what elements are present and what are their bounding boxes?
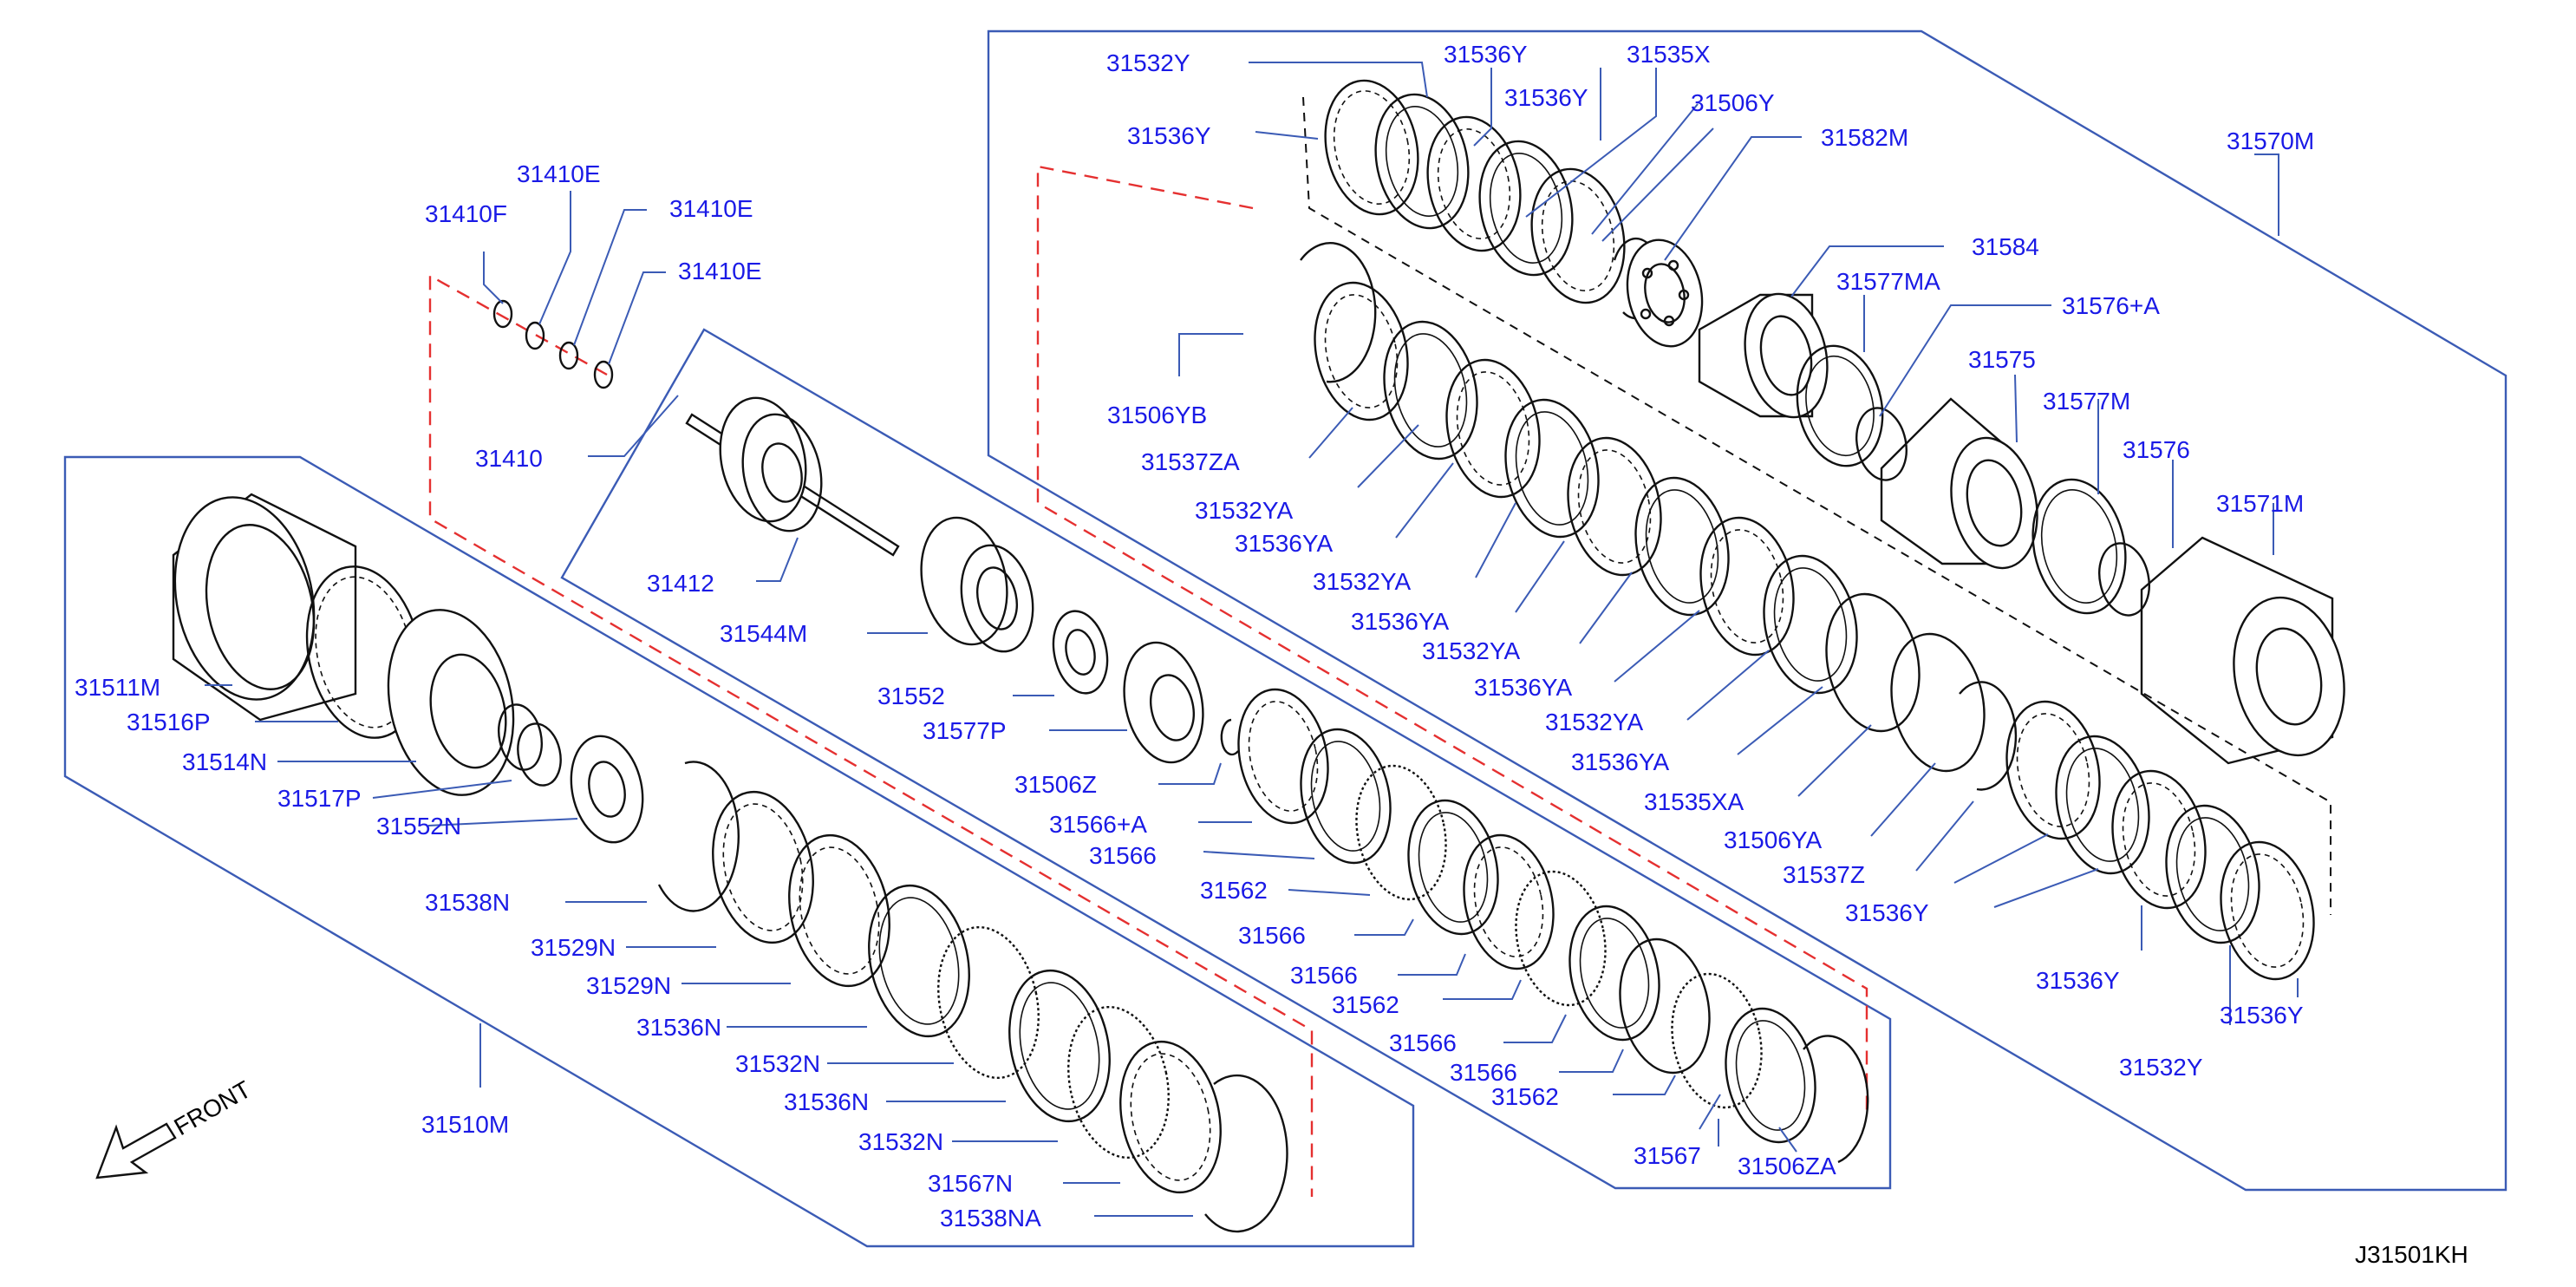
part-label: 31536YA <box>1474 674 1572 701</box>
part-label: 31584 <box>1972 233 2039 260</box>
part-label: 31514N <box>182 748 267 775</box>
part-label: 31535XA <box>1644 788 1745 815</box>
part-label: 31537ZA <box>1141 448 1240 475</box>
part-label: 31506Z <box>1014 771 1097 798</box>
part-label: 31536YA <box>1235 530 1333 557</box>
part-label: 31536Y <box>1845 899 1929 926</box>
part-label: 31510M <box>421 1111 509 1138</box>
part-label: 31535X <box>1627 41 1711 68</box>
front-arrow <box>95 1122 177 1179</box>
part-label: 31532N <box>858 1128 943 1155</box>
part-label: 31511M <box>75 674 160 701</box>
part-label: 31566 <box>1389 1029 1457 1056</box>
part-label: 31567N <box>928 1170 1013 1197</box>
part-label: 31536Y <box>2036 967 2120 994</box>
part-labels: 31532Y 31536Y 31535X 31536Y 31536Y 31506… <box>75 41 2314 1231</box>
part-label: 31562 <box>1491 1083 1559 1110</box>
part-label: 31532N <box>735 1050 820 1077</box>
part-label: 31532Y <box>2119 1054 2203 1081</box>
part-label: 31566 <box>1238 922 1306 949</box>
part-label: 31506YB <box>1107 402 1207 428</box>
part-label: 31532YA <box>1195 497 1293 524</box>
dashed-boundary-31570M <box>1036 165 1868 1110</box>
part-label: 31536Y <box>1504 84 1588 111</box>
part-label: 31577P <box>923 717 1007 744</box>
lower-left-group-parts <box>172 493 1288 1233</box>
part-label: 31536Y <box>1444 41 1528 68</box>
group-frame-31410 <box>560 328 1892 1190</box>
part-label: 31412 <box>647 570 714 597</box>
part-label: 31575 <box>1968 346 2036 373</box>
part-label: 31538N <box>425 889 510 916</box>
part-label: 31577M <box>2043 388 2130 415</box>
part-label: 31536N <box>784 1088 869 1115</box>
part-label: 31410E <box>678 258 762 284</box>
part-label: 31582M <box>1821 124 1908 151</box>
leader-lines <box>205 62 2299 1217</box>
diagram-code: J31501KH <box>2355 1241 2468 1268</box>
part-label: 31506ZA <box>1738 1153 1836 1179</box>
part-label: 31536Y <box>1127 122 1211 149</box>
part-label: 31562 <box>1200 877 1268 904</box>
part-label: 31536YA <box>1351 608 1449 635</box>
group-frame-31570M <box>987 29 2508 1192</box>
part-label: 31529N <box>586 972 671 999</box>
part-label: 31566+A <box>1049 811 1147 838</box>
part-label: 31410 <box>475 445 543 472</box>
part-label: 31566 <box>1450 1059 1517 1086</box>
part-label: 31552 <box>877 683 945 709</box>
part-label: 31576+A <box>2062 292 2160 319</box>
part-label: 31571M <box>2216 490 2304 517</box>
part-label: 31532YA <box>1545 709 1643 735</box>
part-label: 31544M <box>720 620 807 647</box>
part-label: 31410E <box>517 160 601 187</box>
part-label: 31516P <box>127 709 211 735</box>
part-label: 31410F <box>425 200 507 227</box>
part-label: 31552N <box>376 813 461 839</box>
group-frame-31510M <box>63 455 1415 1248</box>
dashed-boundary-31410 <box>428 273 1314 1197</box>
part-label: 31538NA <box>940 1205 1041 1231</box>
part-label: 31536Y <box>2220 1002 2304 1029</box>
part-label: 31566 <box>1290 962 1358 989</box>
part-label: 31567 <box>1634 1142 1701 1169</box>
part-label: 31532Y <box>1106 49 1190 76</box>
part-label: 31536YA <box>1571 748 1669 775</box>
part-label: 31570M <box>2227 127 2314 154</box>
front-label: FRONT <box>170 1075 256 1140</box>
part-label: 31537Z <box>1783 861 1865 888</box>
part-label: 31506YA <box>1724 826 1822 853</box>
part-label: 31536N <box>636 1014 721 1041</box>
part-label: 31506Y <box>1691 89 1775 116</box>
part-label: 31532YA <box>1422 637 1520 664</box>
part-label: 31529N <box>531 934 616 961</box>
part-label: 31532YA <box>1313 568 1411 595</box>
part-label: 31577MA <box>1836 268 1940 295</box>
dashed-axis-top-group <box>1302 96 2331 915</box>
part-label: 31410E <box>669 195 753 222</box>
part-label: 31562 <box>1332 991 1399 1018</box>
top-group-parts <box>1300 79 2345 981</box>
part-label: 31517P <box>277 785 362 812</box>
part-label: 31566 <box>1089 842 1157 869</box>
middle-group-parts <box>492 299 1869 1164</box>
part-label: 31576 <box>2123 436 2190 463</box>
